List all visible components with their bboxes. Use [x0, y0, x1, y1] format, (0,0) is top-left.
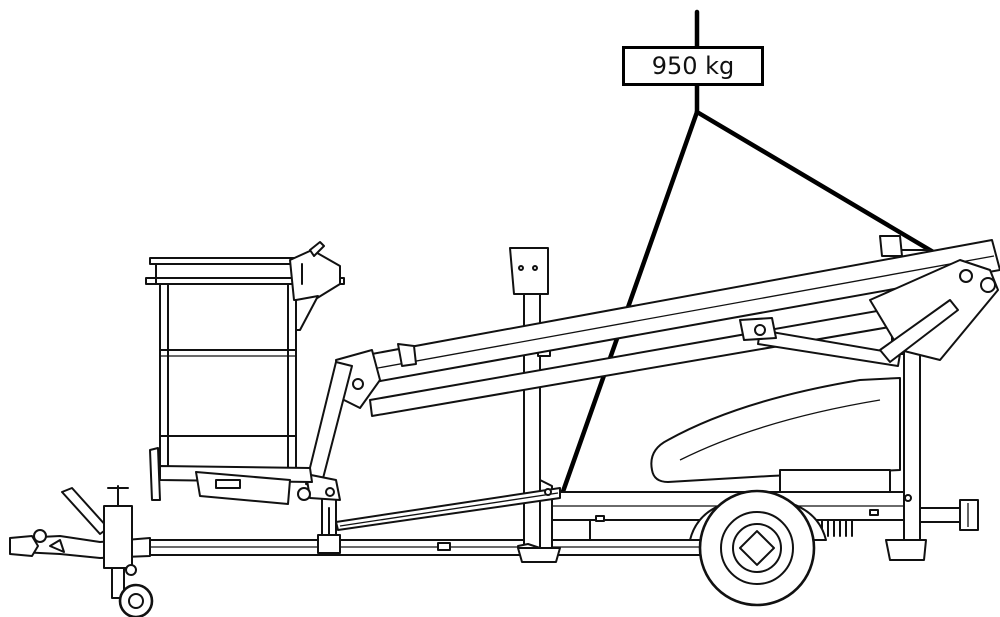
middle-outrigger [509, 247, 561, 563]
jockey-wheel [103, 485, 154, 617]
rear-cover [650, 377, 901, 493]
front-outrigger [317, 491, 341, 554]
fasteners [325, 487, 912, 522]
boom-assembly [305, 235, 1000, 531]
road-wheel [689, 489, 827, 607]
load-capacity-text: 950 kg [651, 52, 735, 80]
work-platform-basket [145, 241, 345, 505]
load-capacity-label: 950 kg [622, 46, 764, 86]
